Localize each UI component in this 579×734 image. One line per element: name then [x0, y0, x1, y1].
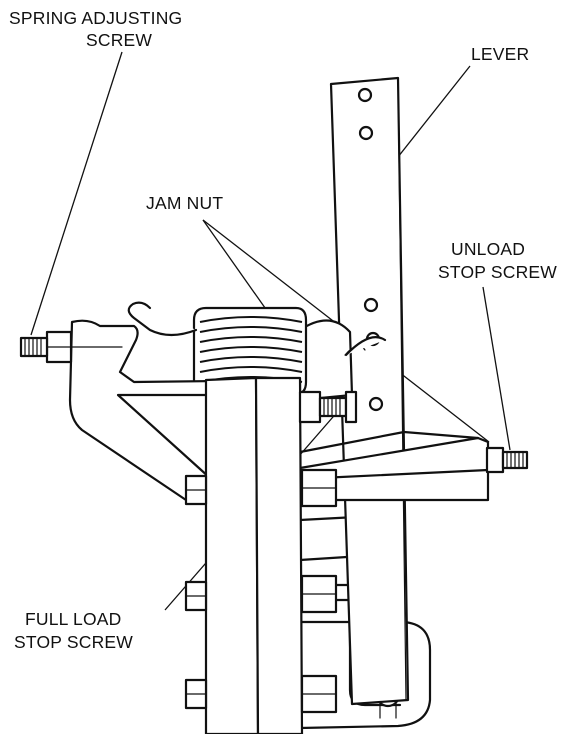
- lever-hole-1: [357, 87, 373, 103]
- spring-bracket: [68, 319, 302, 502]
- unload-stop-screw: [485, 446, 529, 474]
- full-load-stop-screw: [298, 390, 358, 424]
- hub-wire: [344, 336, 387, 357]
- left-bolts: [184, 474, 208, 710]
- lever-hole-5: [368, 396, 384, 412]
- svg-text:STOP SCREW: STOP SCREW: [14, 632, 133, 652]
- label-spring-adjusting-screw: SPRING ADJUSTING SCREW: [9, 8, 182, 50]
- svg-text:STOP SCREW: STOP SCREW: [438, 262, 557, 282]
- label-full-load-stop-screw: FULL LOAD STOP SCREW: [14, 609, 133, 652]
- label-jam-nut: JAM NUT: [146, 193, 223, 213]
- lever-hole-3: [363, 297, 379, 313]
- svg-text:UNLOAD: UNLOAD: [451, 239, 525, 259]
- center-hub: [298, 319, 366, 402]
- lever-hole-2: [358, 125, 374, 141]
- jam-nut: [344, 390, 358, 424]
- leader-spring-adjusting-screw: [30, 51, 123, 336]
- label-unload-stop-screw: UNLOAD STOP SCREW: [438, 239, 557, 282]
- svg-text:SCREW: SCREW: [86, 30, 152, 50]
- svg-text:FULL LOAD: FULL LOAD: [25, 609, 121, 629]
- right-nuts: [300, 468, 338, 714]
- label-lever: LEVER: [471, 44, 529, 64]
- spring-adjusting-screw: [19, 330, 123, 364]
- mounting-plates: [204, 376, 304, 734]
- svg-text:SPRING ADJUSTING: SPRING ADJUSTING: [9, 8, 182, 28]
- leader-unload-stop-screw: [482, 286, 511, 451]
